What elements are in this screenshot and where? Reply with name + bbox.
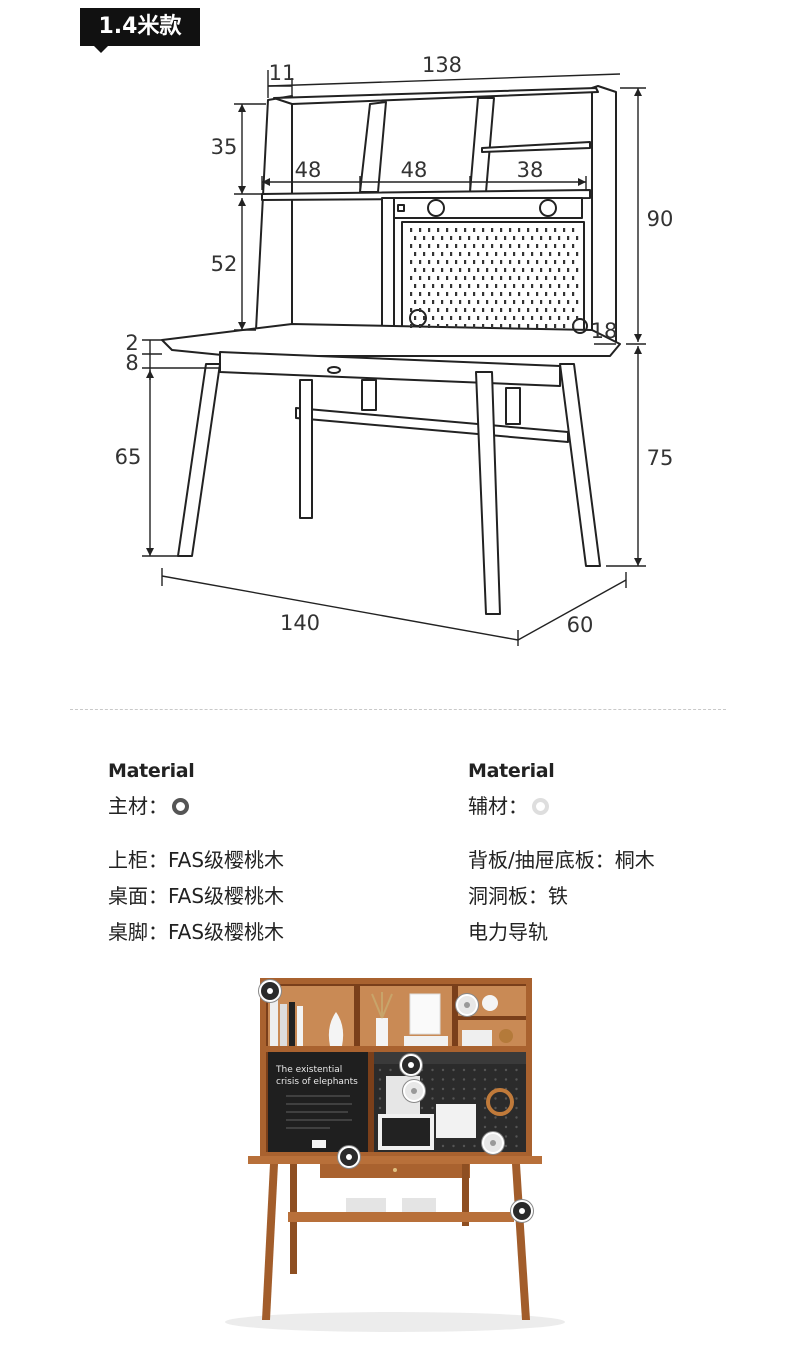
lower-divider	[381, 197, 395, 337]
photo-leg-left	[262, 1164, 278, 1320]
dim-cabinet-total-height: 90	[647, 207, 674, 231]
upper-divider-left	[359, 101, 387, 193]
hutch-left-side	[255, 95, 293, 331]
pegboard-holes: (function(){ var g = document.currentScr…	[410, 228, 579, 328]
material-main-item: 桌脚：FAS级樱桃木	[108, 920, 285, 944]
top-shelf	[273, 87, 599, 105]
photo-main-material-marker-icon	[259, 980, 281, 1002]
material-aux-heading: Material	[468, 760, 555, 782]
dim-top-width: 138	[422, 53, 462, 77]
leg-front-left	[177, 363, 221, 557]
dim-compartment-mid: 48	[401, 158, 428, 182]
aux-material-dot-icon	[532, 797, 549, 815]
material-aux-item: 洞洞板：铁	[468, 884, 568, 908]
material-aux-item: 电力导轨	[468, 920, 548, 944]
dimension-drawing: (function(){ var g = document.currentScr…	[115, 53, 674, 646]
photo-pegboard	[374, 1052, 526, 1152]
leg-back-right	[559, 363, 601, 567]
material-main-label: 主材：	[108, 794, 168, 818]
photo-aux-material-marker-icon	[456, 994, 478, 1016]
photo-desktop	[248, 1156, 542, 1164]
dim-upper-height: 35	[211, 135, 238, 159]
dim-desk-thickness: 2	[125, 331, 138, 355]
dim-desk-width: 140	[280, 611, 320, 635]
hutch-right-side	[591, 85, 617, 345]
upper-divider-right	[469, 97, 495, 193]
dim-side-depth: 18	[591, 319, 618, 343]
photo-main-material-marker-icon	[511, 1200, 533, 1222]
photo-main-material-marker-icon	[338, 1146, 360, 1168]
dim-compartment-right: 38	[517, 158, 544, 182]
size-badge-pointer	[94, 46, 108, 53]
photo-main-material-marker-icon	[400, 1054, 422, 1076]
leg-front-right	[475, 371, 501, 615]
size-badge: 1.4米款	[80, 8, 200, 46]
photo-aux-material-marker-icon	[482, 1132, 504, 1154]
small-shelf	[481, 141, 591, 153]
power-rail	[393, 197, 583, 219]
photo-aux-material-marker-icon	[403, 1080, 425, 1102]
material-aux-column: Material 辅材： 背板/抽屉底板：桐木 洞洞板：铁 电力导轨	[468, 760, 655, 950]
section-divider	[70, 709, 726, 710]
dim-apron-height: 8	[125, 351, 138, 375]
dim-desk-depth: 60	[567, 613, 594, 637]
material-main-heading: Material	[108, 760, 195, 782]
apron	[219, 351, 561, 387]
leg-back-left	[299, 379, 313, 519]
photo-chalkboard	[268, 1052, 368, 1152]
dim-leg-height: 65	[115, 445, 142, 469]
photo-leg-right	[512, 1164, 530, 1320]
chalkboard-text-line1: The existential	[275, 1065, 342, 1075]
desktop	[161, 323, 621, 357]
material-aux-label-row: 辅材：	[468, 788, 655, 824]
material-aux-item: 背板/抽屉底板：桐木	[468, 848, 655, 872]
material-main-item: 桌面：FAS级樱桃木	[108, 884, 285, 908]
main-material-dot-icon	[172, 797, 189, 815]
dim-compartment-left: 48	[295, 158, 322, 182]
material-aux-label: 辅材：	[468, 794, 528, 818]
photo-hutch-frame	[260, 978, 532, 1158]
dim-top-offset: 11	[269, 61, 296, 85]
lower-shelf	[295, 407, 569, 443]
material-main-column: Material 主材： 上柜：FAS级樱桃木 桌面：FAS级樱桃木 桌脚：FA…	[108, 760, 284, 950]
dim-lower-cabinet-height: 52	[211, 252, 238, 276]
dim-desk-height: 75	[647, 446, 674, 470]
material-main-item: 上柜：FAS级樱桃木	[108, 848, 285, 872]
chalkboard-text-line2: crisis of elephants	[276, 1077, 358, 1087]
material-main-label-row: 主材：	[108, 788, 284, 824]
